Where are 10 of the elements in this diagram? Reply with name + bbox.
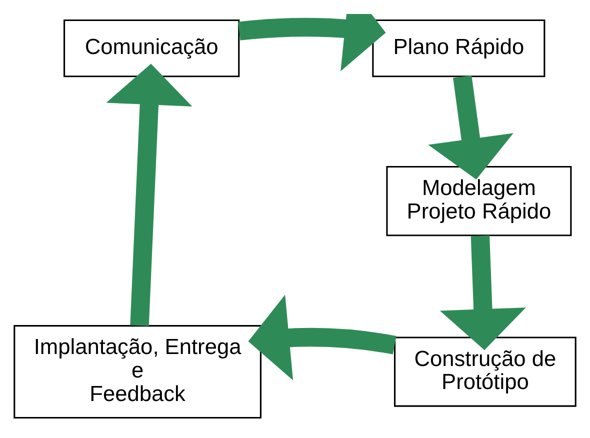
arrow xyxy=(106,64,192,326)
node-box: Implantação, Entrega e Feedback xyxy=(14,325,262,419)
node-box: Construção de Protótipo xyxy=(394,336,576,407)
arrow xyxy=(248,294,396,380)
node-box: Modelagem Projeto Rápido xyxy=(386,166,572,236)
arrow xyxy=(238,14,386,72)
node-box: Plano Rápido xyxy=(372,19,546,78)
arrow xyxy=(428,75,514,180)
node-box: Comunicação xyxy=(64,19,240,78)
arrow xyxy=(440,235,526,350)
